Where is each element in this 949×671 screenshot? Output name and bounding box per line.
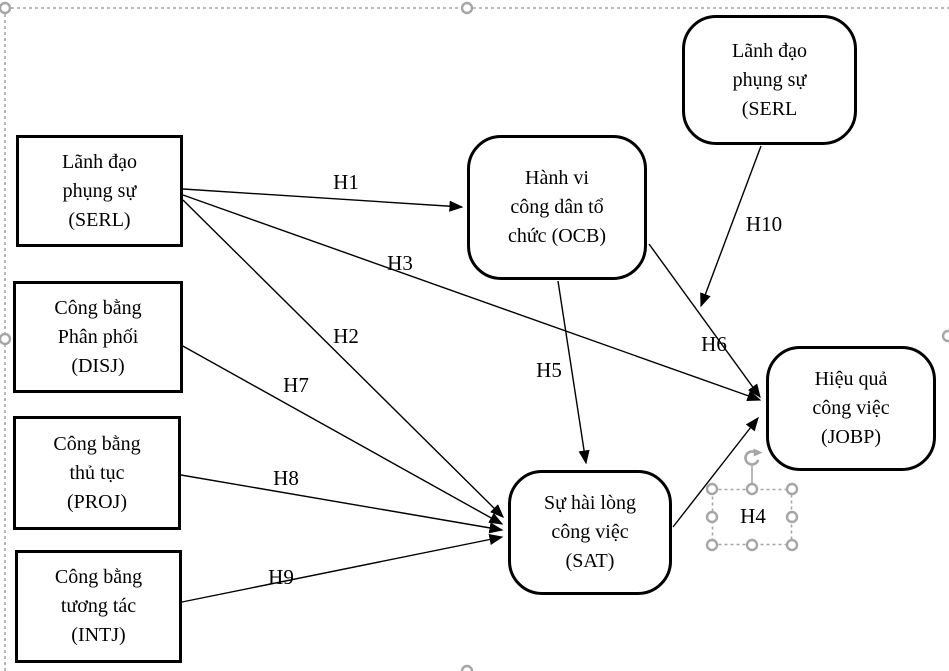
- edge-line-h4[interactable]: [672, 416, 759, 528]
- edge-label-h3[interactable]: H3: [387, 251, 413, 275]
- node-serl-top-label: Lãnh đạo phụng sự (SERL: [732, 39, 807, 120]
- edge-label-h9[interactable]: H9: [268, 565, 294, 589]
- node-proj[interactable]: Công bằng thủ tục (PROJ): [13, 416, 181, 530]
- node-ocb[interactable]: Hành vi công dân tổ chức (OCB): [467, 135, 647, 280]
- node-sat-label: Sự hài lòng công việc (SAT): [544, 492, 636, 572]
- edge-line-h8[interactable]: [180, 474, 504, 534]
- node-serl-top[interactable]: Lãnh đạo phụng sự (SERL: [682, 15, 857, 145]
- node-serl[interactable]: Lãnh đạo phụng sự (SERL): [16, 135, 183, 247]
- edge-line-h6[interactable]: [648, 243, 761, 399]
- edge-label-h2[interactable]: H2: [333, 324, 359, 348]
- edge-label-h8[interactable]: H8: [273, 466, 299, 490]
- node-disj-label: Công bằng Phân phối (DISJ): [54, 296, 142, 377]
- edge-line-h2[interactable]: [182, 199, 504, 518]
- edge-label-h1[interactable]: H1: [333, 170, 359, 194]
- node-jobp-label: Hiệu quả công việc (JOBP): [812, 368, 890, 448]
- edge-label-h10[interactable]: H10: [745, 212, 783, 236]
- node-jobp[interactable]: Hiệu quả công việc (JOBP): [766, 346, 936, 471]
- edge-line-h7[interactable]: [180, 344, 504, 525]
- node-proj-label: Công bằng thủ tục (PROJ): [53, 432, 141, 513]
- edge-line-h1[interactable]: [182, 188, 464, 212]
- node-serl-label: Lãnh đạo phụng sự (SERL): [62, 150, 137, 231]
- edge-label-h5[interactable]: H5: [536, 358, 562, 382]
- edge-line-h10[interactable]: [700, 145, 762, 308]
- edge-line-h9[interactable]: [181, 534, 504, 603]
- node-intj-label: Công bằng tương tác (INTJ): [54, 566, 143, 646]
- node-disj[interactable]: Công bằng Phân phối (DISJ): [13, 281, 183, 393]
- edge-line-h3[interactable]: [182, 194, 762, 402]
- edge-label-h7[interactable]: H7: [283, 373, 309, 397]
- edge-label-h6[interactable]: H6: [701, 332, 727, 356]
- node-intj[interactable]: Công bằng tương tác (INTJ): [15, 550, 182, 663]
- edge-line-h5[interactable]: [557, 280, 590, 465]
- node-ocb-label: Hành vi công dân tổ chức (OCB): [507, 167, 607, 247]
- edge-label-h4-selected-textbox[interactable]: H4: [740, 504, 766, 528]
- node-sat[interactable]: Sự hài lòng công việc (SAT): [508, 470, 672, 595]
